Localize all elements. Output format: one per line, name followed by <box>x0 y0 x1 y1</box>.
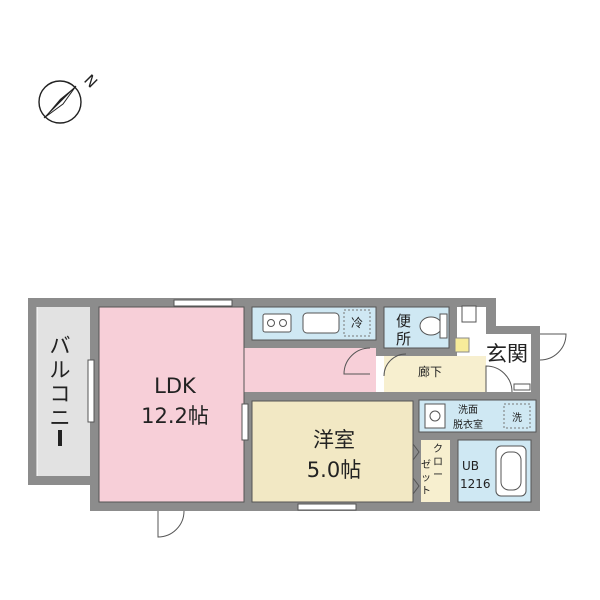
closet-label-1: ク <box>433 443 443 455</box>
toilet: 便 所 <box>396 312 448 348</box>
entrance: 玄関 <box>454 305 531 391</box>
wall-western-top <box>244 392 419 401</box>
toilet-bowl-icon <box>419 316 443 336</box>
ub-size-label: 1216 <box>460 477 491 491</box>
closet-label-4: ゼ <box>421 459 431 471</box>
stove-icon <box>262 313 292 333</box>
closet-floor <box>421 440 450 502</box>
door-toilet <box>383 353 407 377</box>
room-outlines <box>98 306 537 503</box>
wall-wash-bottom <box>419 432 536 440</box>
toilet-tank-icon <box>439 313 448 339</box>
window-ldk-western <box>241 403 249 441</box>
north-arrow-light-half <box>43 85 77 119</box>
window-western-bottom <box>297 503 357 511</box>
ldk-floor-extension <box>244 348 376 392</box>
wall-toilet-right <box>449 298 457 356</box>
wall-right-notch <box>486 298 496 334</box>
entrance-label: 玄関 <box>486 342 528 366</box>
washroom-label-1: 洗面 <box>458 404 478 416</box>
closet-label-3: ー <box>433 470 443 481</box>
balcony-floor <box>37 307 90 476</box>
svg-text:ニ: ニ <box>50 406 71 430</box>
door-entrance <box>539 333 567 361</box>
sink-icon <box>302 312 340 334</box>
door-ldk-exterior <box>157 510 185 538</box>
hallway-label: 廊下 <box>418 364 442 379</box>
unit-bath: UB 1216 <box>460 445 527 497</box>
washbasin-icon <box>424 403 446 429</box>
windows <box>87 299 357 511</box>
ldk-name-label: LDK <box>154 374 197 398</box>
washer-space <box>503 403 531 429</box>
western-name-label: 洋室 <box>313 428 355 452</box>
wall-western-right <box>413 392 421 510</box>
balcony-label: バ ル コ ニ <box>50 334 71 446</box>
compass: N <box>38 71 101 124</box>
ldk-size-label: 12.2帖 <box>141 404 209 428</box>
closet-label-6: ト <box>421 486 431 497</box>
washer-label: 洗 <box>512 412 522 424</box>
closet-label-5: ッ <box>421 473 431 484</box>
toilet-label-1: 便 <box>396 312 411 330</box>
ldk-floor <box>99 307 244 502</box>
closet-label-2: ロ <box>433 457 443 468</box>
door-wash <box>485 365 513 393</box>
bathtub-icon <box>495 445 527 497</box>
svg-text:コ: コ <box>50 382 71 406</box>
wall-balcony-left <box>28 298 37 478</box>
wall-top <box>28 298 496 307</box>
wall-entrance-top <box>486 326 540 334</box>
hallway-floor <box>384 356 486 392</box>
kitchen: 冷 <box>262 309 371 337</box>
door-ldk-hall <box>343 347 371 375</box>
doors <box>157 333 567 538</box>
ub-name-label: UB <box>462 459 479 473</box>
wall-wash-top <box>419 392 536 400</box>
refrigerator-label: 冷 <box>351 316 363 330</box>
svg-text:ル: ル <box>50 358 71 382</box>
window-ldk-balcony <box>87 359 95 423</box>
washroom: 洗面 脱衣室 洗 <box>424 403 531 431</box>
wall-balcony-bottom <box>28 476 98 485</box>
window-ldk-top <box>173 299 233 307</box>
toilet-label-2: 所 <box>396 330 411 348</box>
washroom-label-2: 脱衣室 <box>453 418 483 431</box>
svg-text:バ: バ <box>50 334 71 358</box>
wall-toilet-bottom <box>376 348 456 356</box>
wall-kitchen-bottom <box>252 340 376 348</box>
western-room-floor <box>252 401 413 502</box>
wall-toilet-left <box>376 298 384 354</box>
wall-ub-left <box>450 432 458 510</box>
wall-ldk-right <box>244 298 252 502</box>
refrigerator-space <box>343 309 371 337</box>
western-size-label: 5.0帖 <box>307 458 361 482</box>
closet: ク ロ ー ゼ ッ ト <box>412 443 443 497</box>
north-label: N <box>80 71 101 92</box>
entrance-floor <box>486 334 531 392</box>
